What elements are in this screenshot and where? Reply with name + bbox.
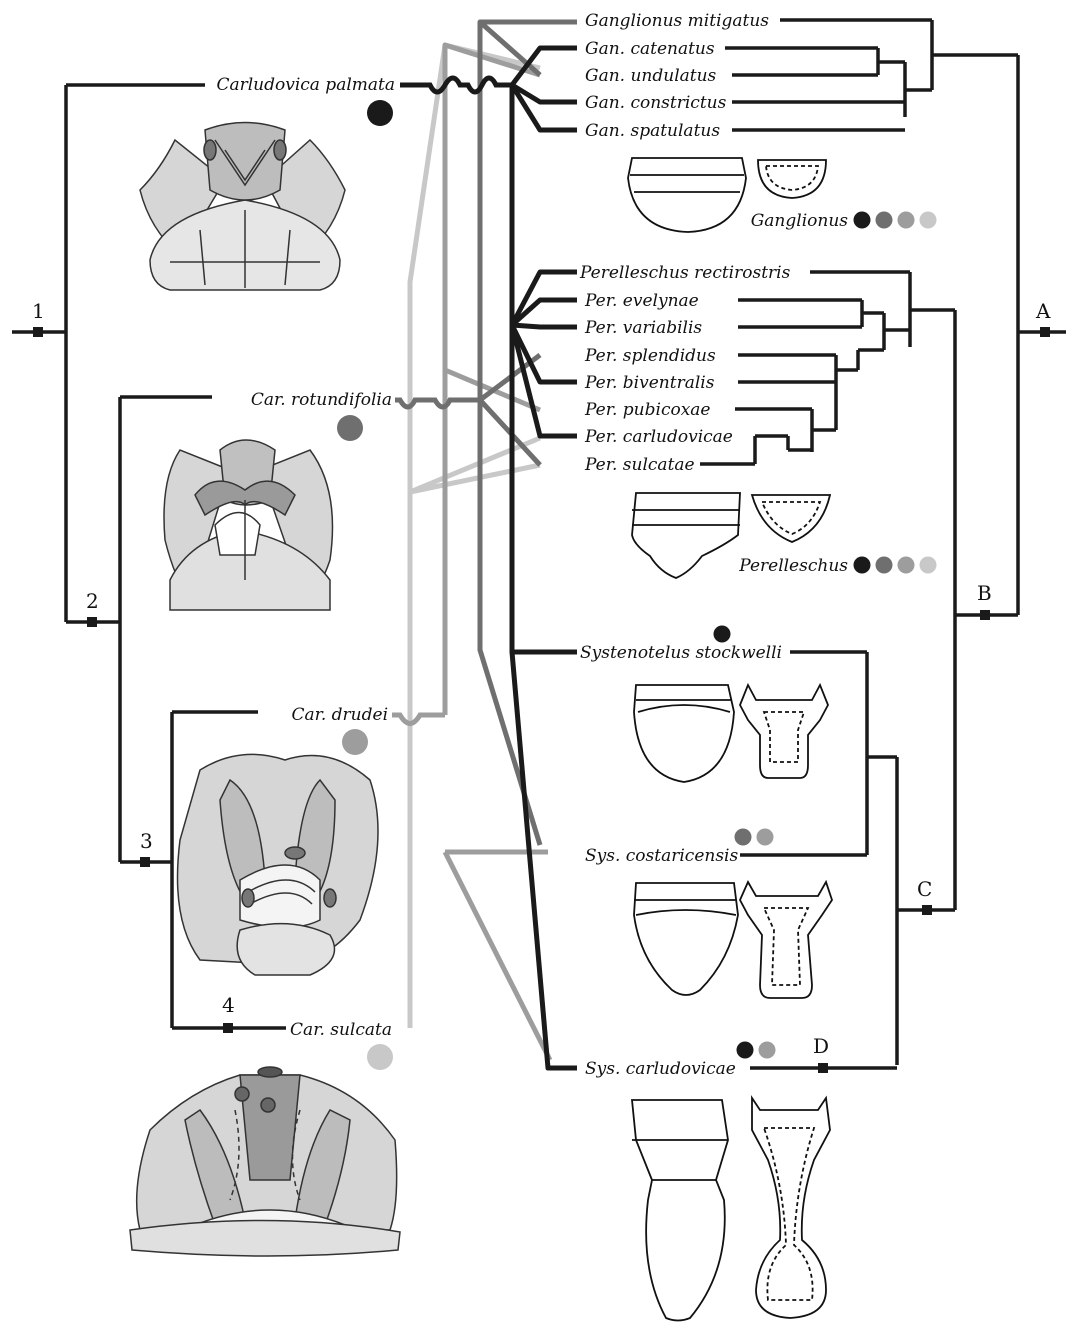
- node-label-A: A: [1035, 299, 1051, 323]
- host-label-palmata: Carludovica palmata: [216, 75, 395, 95]
- species-label: Per. sulcatae: [584, 455, 695, 475]
- rostrum-outline-sys-carludovicae: [752, 1098, 830, 1318]
- host-dot-set-perelleschus: [854, 557, 937, 574]
- species-label: Gan. constrictus: [585, 93, 727, 113]
- species-label: Per. carludovicae: [584, 427, 733, 447]
- node-marker-C: [922, 905, 932, 915]
- inflorescence-illustration-sulcata: [130, 1067, 400, 1256]
- species-label: Per. pubicoxae: [584, 400, 711, 420]
- species-label: Per. evelynae: [584, 291, 699, 311]
- inflorescence-illustration-palmata: [140, 123, 345, 291]
- node-label-4: 4: [222, 993, 235, 1017]
- host-dot-palmata: [367, 100, 393, 126]
- host-dot-rotundifolia: [337, 415, 363, 441]
- host-dot-set-stockwelli: [714, 626, 731, 643]
- node-marker-B: [980, 610, 990, 620]
- node-label-C: C: [917, 877, 932, 901]
- host-dot-drudei: [342, 729, 368, 755]
- abdominal-sternite-outline-stockwelli: [634, 685, 734, 782]
- rostrum-outline-ganglionus: [758, 160, 826, 198]
- abdominal-sternite-outline-ganglionus: [628, 158, 746, 232]
- node-label-2: 2: [86, 589, 99, 613]
- node-label-B: B: [977, 581, 992, 605]
- node-marker-1: [33, 327, 43, 337]
- association-lines: [410, 22, 577, 1068]
- host-dot-sulcata: [367, 1044, 393, 1070]
- species-label: Per. biventralis: [584, 373, 715, 393]
- host-label-sulcata: Car. sulcata: [290, 1020, 392, 1040]
- node-marker-4: [223, 1023, 233, 1033]
- abdominal-sternite-outline-perelleschus: [632, 493, 740, 578]
- host-dot-set-costaricensis: [735, 829, 774, 846]
- species-label: Ganglionus mitigatus: [585, 11, 769, 31]
- species-label: Sys. costaricensis: [585, 846, 738, 866]
- weevil-tree: [700, 20, 1066, 1068]
- genus-label-ganglionus: Ganglionus: [751, 211, 849, 231]
- assoc-palmata: [512, 48, 577, 1068]
- stub-drudei: [392, 715, 445, 724]
- weevil-node-markers: [818, 327, 1050, 1073]
- species-label: Gan. catenatus: [585, 39, 715, 59]
- inflorescence-illustration-rotundifolia: [164, 440, 333, 610]
- host-label-drudei: Car. drudei: [291, 705, 388, 725]
- stub-palmata: [400, 78, 512, 92]
- rostrum-outline-costaricensis: [740, 882, 832, 998]
- node-marker-3: [140, 857, 150, 867]
- node-label-1: 1: [32, 299, 45, 323]
- node-marker-2: [87, 617, 97, 627]
- assoc-sulcata: [410, 45, 540, 1028]
- abdominal-sternite-outline-costaricensis: [634, 883, 738, 995]
- species-label: Per. variabilis: [584, 318, 702, 338]
- species-label: Per. splendidus: [584, 346, 716, 366]
- host-dot-set-ganglionus: [854, 212, 937, 229]
- host-label-rotundifolia: Car. rotundifolia: [251, 390, 392, 410]
- node-label-D: D: [813, 1034, 829, 1058]
- inflorescence-illustration-drudei: [178, 754, 379, 975]
- host-dot-set-sys-carludovicae: [737, 1042, 776, 1059]
- species-label: Perelleschus rectirostris: [579, 263, 791, 283]
- node-marker-D: [818, 1063, 828, 1073]
- genus-label-perelleschus: Perelleschus: [738, 556, 848, 576]
- species-label: Sys. carludovicae: [585, 1059, 736, 1079]
- node-label-3: 3: [140, 829, 153, 853]
- species-label: Gan. spatulatus: [585, 121, 720, 141]
- rostrum-outline-perelleschus: [752, 495, 830, 542]
- rostrum-outline-stockwelli: [740, 685, 828, 778]
- species-label: Systenotelus stockwelli: [580, 643, 782, 663]
- abdominal-sternite-outline-sys-carludovicae: [632, 1100, 728, 1321]
- species-label: Gan. undulatus: [585, 66, 717, 86]
- node-marker-A: [1040, 327, 1050, 337]
